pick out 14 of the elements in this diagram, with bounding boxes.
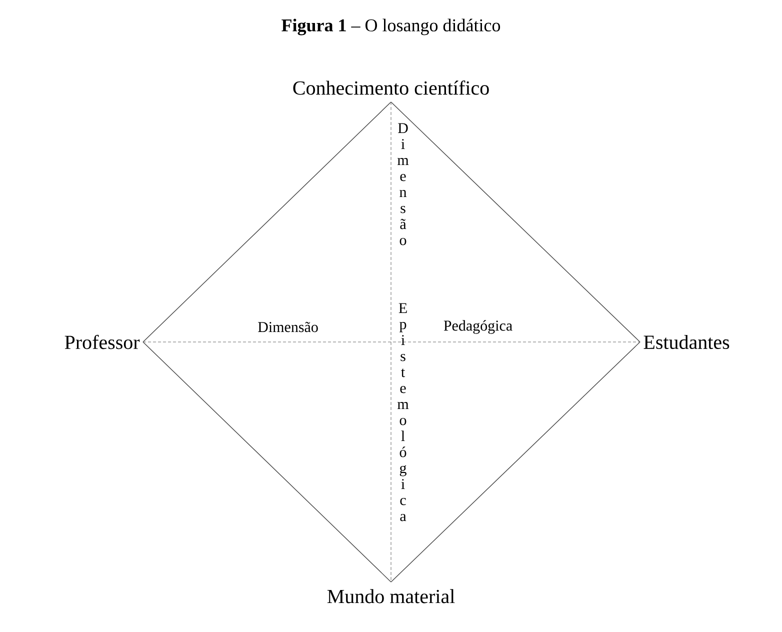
dimension-label: Dimensão [258,322,318,332]
figure-title: Figura 1 – O losango didático [282,18,500,36]
vertex-label: Mundo material [327,589,455,604]
dotted-line [390,102,392,582]
edge-line [390,342,640,582]
vertex-label: Estudantes [644,334,730,350]
edge-line [142,342,392,582]
vertex-label: Professor [64,334,140,350]
vertical-label: Dimensão [397,123,409,246]
edge-line [390,102,640,342]
vertical-label: Epistemológica [397,303,409,522]
edge-line [142,102,392,342]
dimension-label: Pedagógica [444,320,512,334]
vertex-label: Conhecimento científico [293,80,489,95]
